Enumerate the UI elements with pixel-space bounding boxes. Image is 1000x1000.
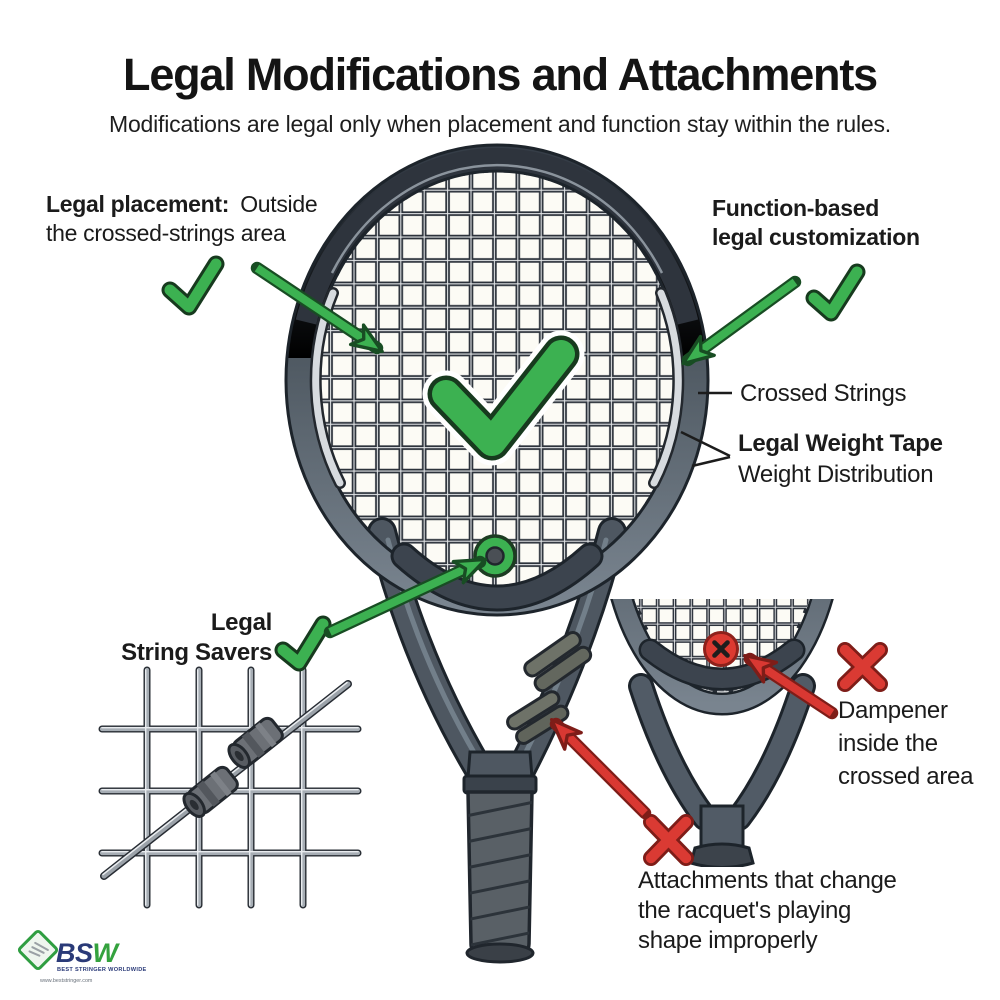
page-subtitle: Modifications are legal only when placem… (109, 111, 891, 137)
page-title: Legal Modifications and Attachments (123, 49, 877, 100)
string-savers-closeup (98, 666, 362, 909)
label-dampener-line1: Dampener (838, 697, 948, 724)
green-checkmark-icon-topleft (161, 255, 225, 316)
green-arrow-function-based (681, 275, 802, 367)
red-x-icon-dampener (837, 642, 888, 692)
frame-highlight (330, 163, 664, 274)
dampener-icon (703, 631, 739, 667)
green-arrow-string-savers (323, 555, 488, 639)
bumper-guard (295, 148, 699, 325)
green-checkmark-icon-topright (805, 263, 866, 322)
label-string-savers-line2: String Savers (121, 639, 272, 666)
string-saver-barrel-1 (182, 765, 239, 818)
label-dampener-line3: crossed area (838, 763, 974, 790)
small-butt-flare (689, 842, 755, 867)
butt-cap (465, 942, 535, 964)
bsw-logo-icon (17, 929, 59, 971)
bsw-logo-text: BSW (56, 938, 121, 968)
label-legal-placement-line2: the crossed-strings area (46, 220, 286, 246)
label-legal-weight-tape: Legal Weight Tape (738, 430, 943, 457)
illegal-clamp-attachment-2 (506, 690, 570, 745)
label-legal-placement-line1: Legal placement: Outside (46, 191, 317, 217)
illegal-clamp-attachment-1 (523, 630, 593, 693)
racquet-grip (465, 790, 535, 964)
bsw-logo-url: www.beststringer.com (39, 978, 93, 984)
red-arrow-dampener (743, 652, 839, 720)
label-attachments-line1: Attachments that change (638, 867, 897, 894)
label-attachments-line2: the racquet's playing (638, 897, 851, 924)
label-string-savers-line1: Legal (211, 609, 272, 636)
bsw-logo: BSW BEST STRINGER WORLDWIDE www.beststri… (17, 929, 147, 984)
label-weight-distribution: Weight Distribution (738, 461, 933, 488)
racquet-yoke (390, 542, 604, 612)
label-crossed-strings: Crossed Strings (740, 380, 907, 407)
label-attachments-line3: shape improperly (638, 927, 818, 954)
small-racquet-illustration (610, 599, 834, 867)
string-saver-barrel-2 (227, 716, 284, 769)
label-function-based-line1: Function-based (712, 195, 879, 221)
leader-lines (680, 391, 732, 468)
label-dampener-line2: inside the (838, 730, 938, 757)
green-arrow-legal-placement (250, 261, 384, 355)
red-arrow-attachments (549, 717, 652, 820)
string-grid (313, 172, 681, 588)
green-checkmark-icon-stringsavers (274, 615, 332, 672)
bsw-logo-tagline: BEST STRINGER WORLDWIDE (57, 967, 147, 973)
red-x-icon-attachments (643, 814, 694, 866)
legal-checkmark-icon (422, 330, 585, 466)
main-racquet-illustration (284, 143, 710, 964)
label-function-based-line2: legal customization (712, 224, 920, 250)
